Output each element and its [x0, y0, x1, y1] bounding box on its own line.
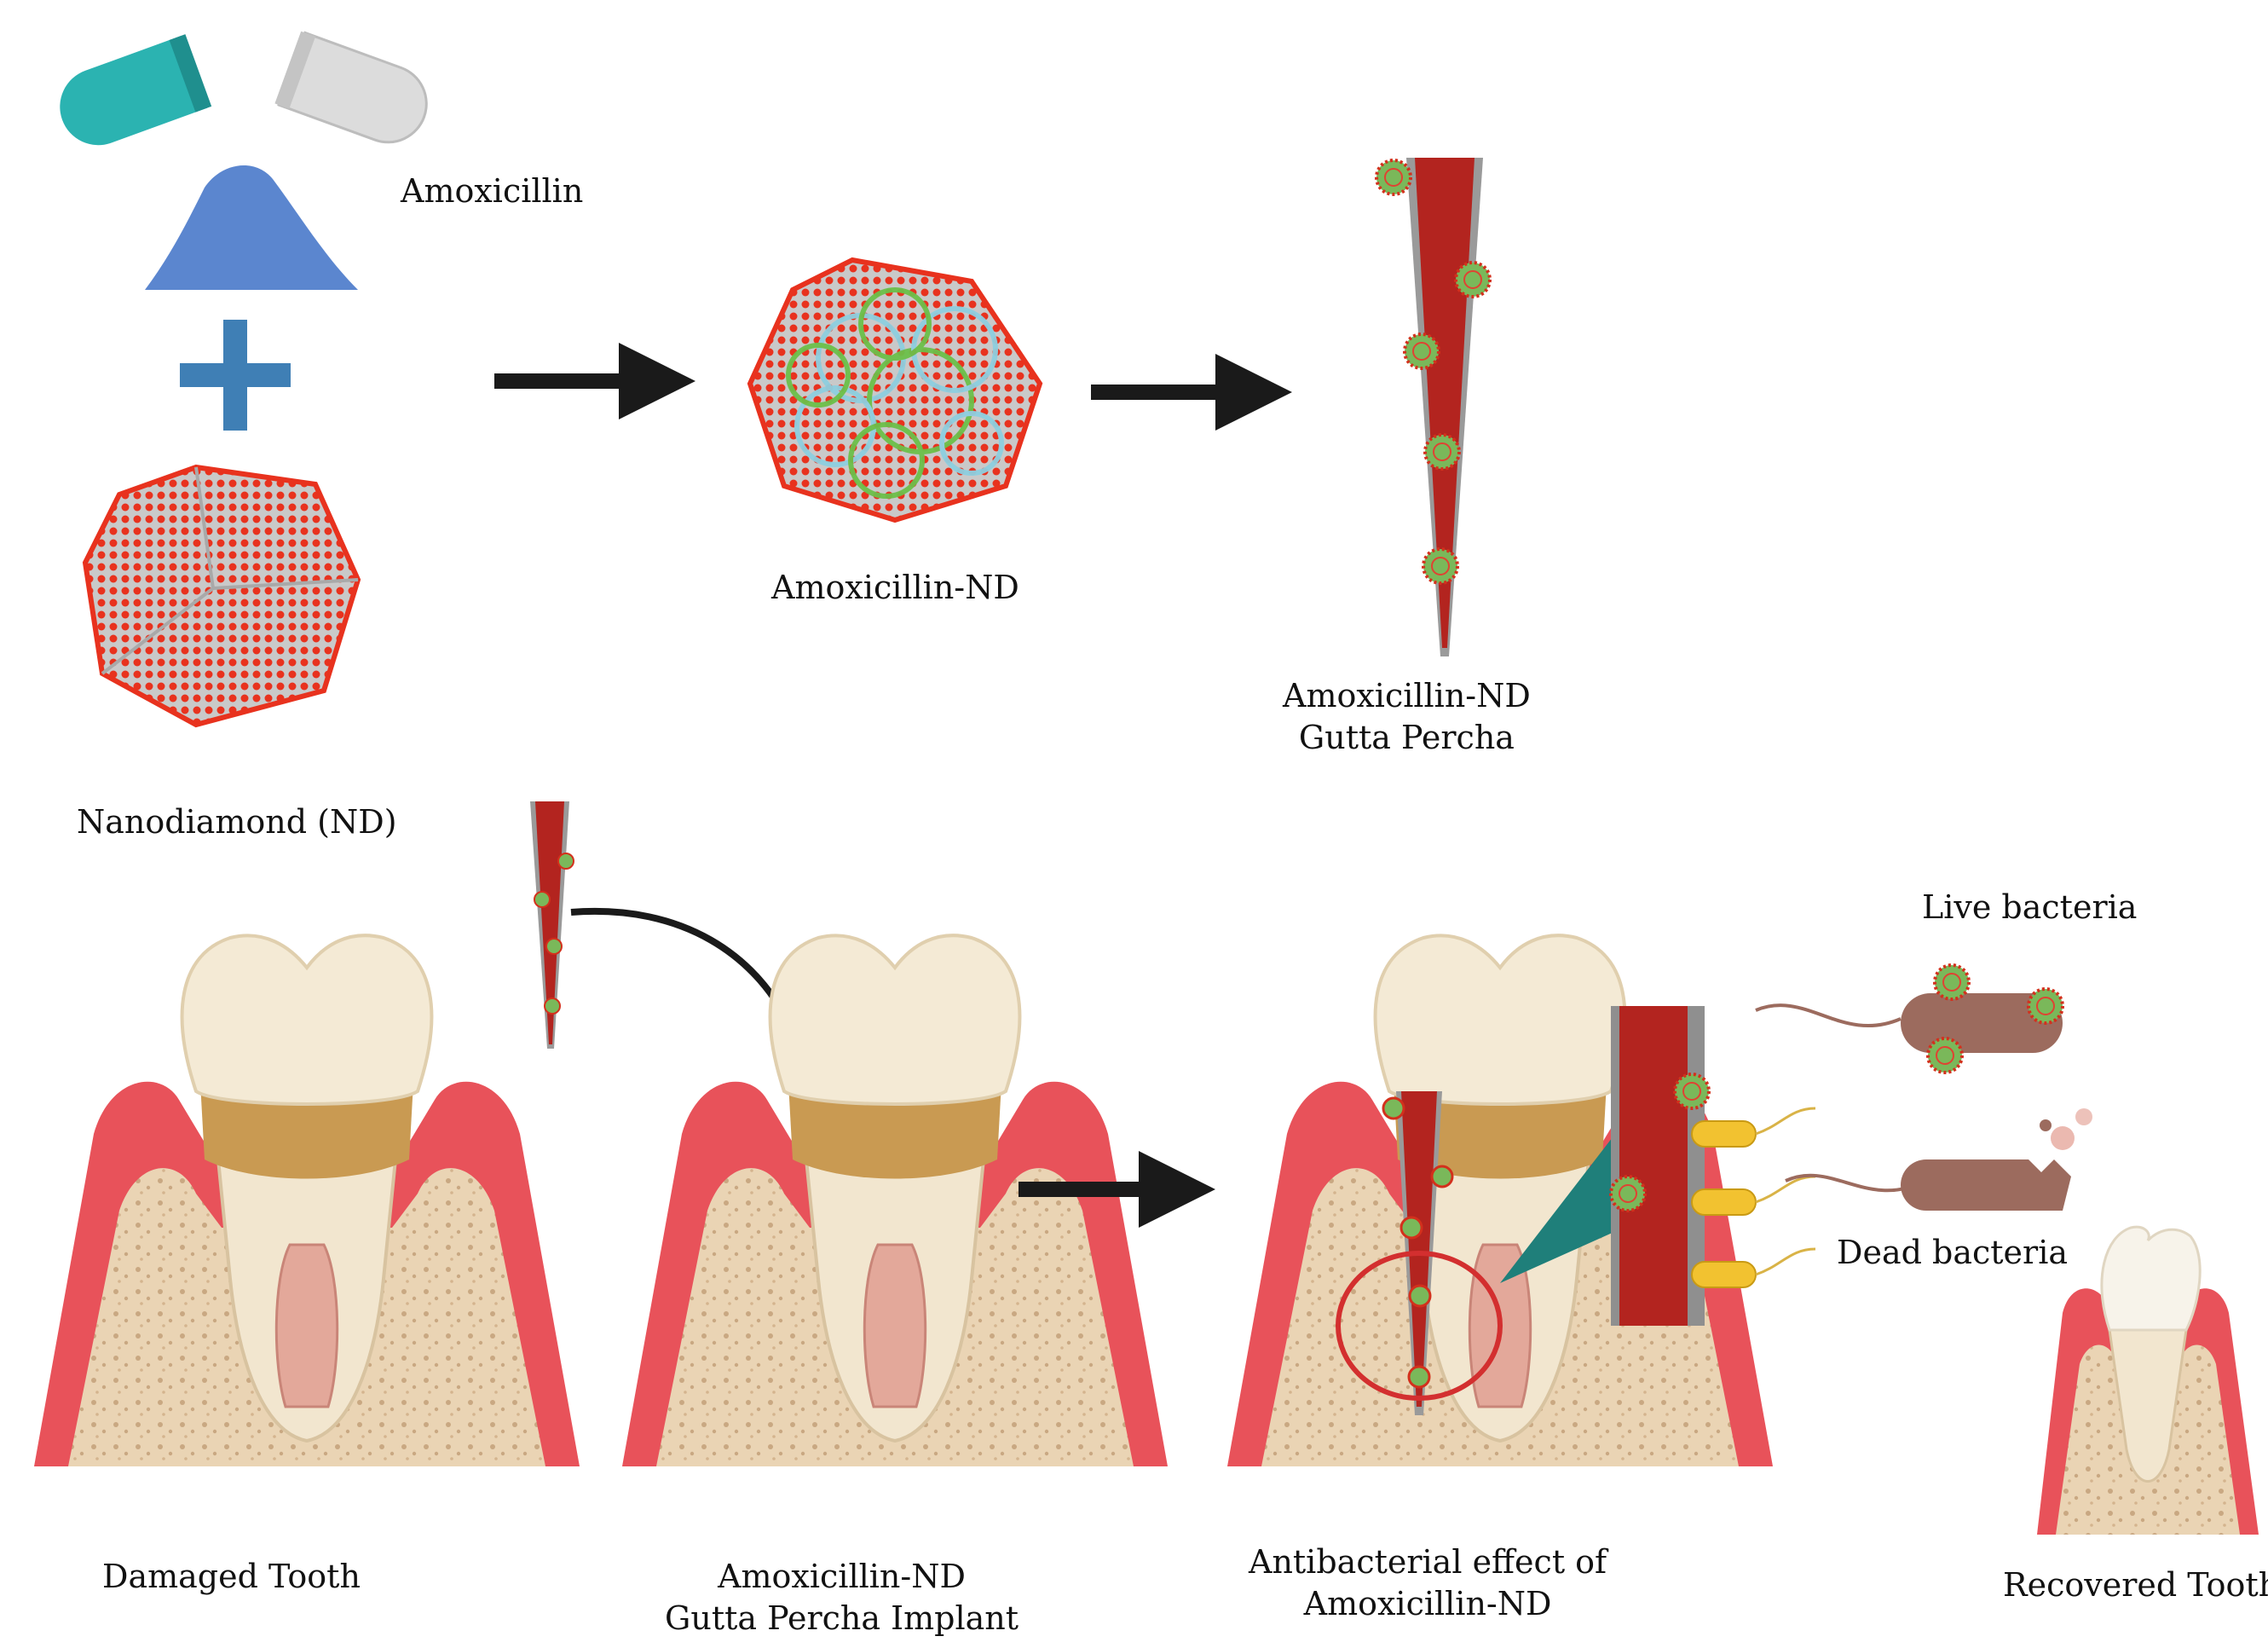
gutta-percha-point-icon [1375, 158, 1492, 656]
treated-tooth-icon [1226, 934, 1775, 1468]
effect-label-line2: Amoxicillin-ND [1303, 1585, 1552, 1623]
small-gutta-percha-icon [530, 801, 574, 1049]
live-bacteria-label: Live bacteria [1922, 888, 2138, 926]
powder-icon [145, 165, 358, 290]
damaged-tooth-label: Damaged Tooth [102, 1558, 361, 1595]
zoomed-gutta-percha-icon [1609, 1006, 1711, 1326]
gutta-percha-label: Amoxicillin-ND Gutta Percha [1283, 675, 1531, 760]
amoxicillin-nd-label: Amoxicillin-ND [771, 569, 1019, 606]
curved-arrow [570, 907, 800, 1044]
dead-bacterium-icon [1785, 1108, 2092, 1211]
effect-label: Antibacterial effect of Amoxicillin-ND [1249, 1541, 1607, 1626]
amoxicillin-label: Amoxicillin [401, 172, 584, 210]
implant-label-line1: Amoxicillin-ND [718, 1558, 966, 1595]
recovered-tooth-label: Recovered Tooth [2003, 1566, 2268, 1604]
nanodiamond-label: Nanodiamond (ND) [77, 803, 397, 841]
gutta-percha-label-line2: Gutta Percha [1298, 719, 1515, 757]
yellow-bacteria-icon [1691, 1107, 1816, 1288]
amoxicillin-nd-particle-icon [747, 257, 1043, 523]
dead-bacteria-label: Dead bacteria [1837, 1234, 2069, 1271]
plus-icon [180, 320, 291, 431]
implant-label-line2: Gutta Percha Implant [665, 1599, 1019, 1638]
gutta-percha-label-line1: Amoxicillin-ND [1283, 677, 1531, 714]
effect-label-line1: Antibacterial effect of [1249, 1543, 1607, 1581]
nanodiamond-icon [82, 464, 361, 728]
live-bacterium-icon [1755, 963, 2064, 1074]
implant-tooth-icon [620, 934, 1169, 1468]
capsule-icon [60, 31, 428, 146]
recovered-tooth-icon [2037, 1225, 2259, 1535]
implant-label: Amoxicillin-ND Gutta Percha Implant [665, 1556, 1019, 1640]
damaged-tooth-icon [32, 934, 581, 1468]
zoom-callout [1500, 1134, 1624, 1283]
